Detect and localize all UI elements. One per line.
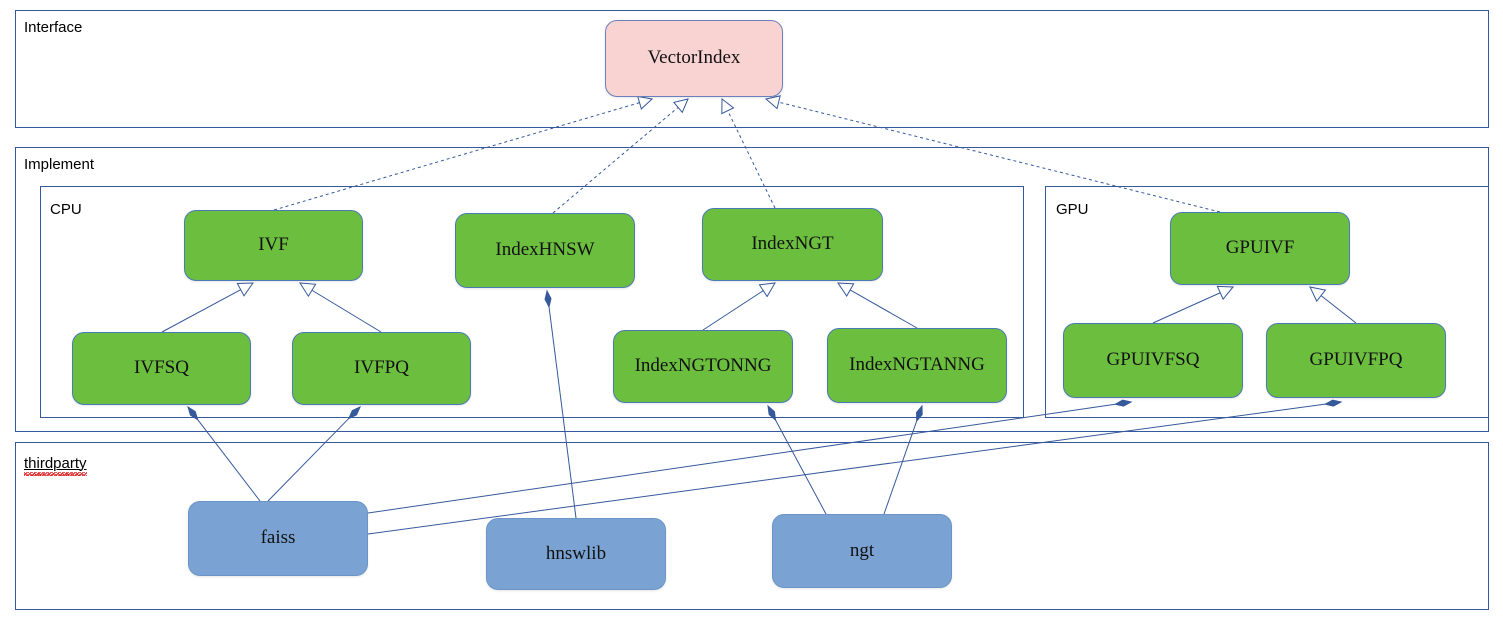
node-indexhnsw[interactable]: IndexHNSW — [455, 213, 635, 288]
node-label: IVFSQ — [134, 357, 189, 379]
node-label: faiss — [260, 527, 296, 549]
node-indexngtanng[interactable]: IndexNGTANNG — [827, 328, 1007, 403]
node-label: IVF — [258, 234, 289, 256]
node-ivfsq[interactable]: IVFSQ — [72, 332, 251, 405]
node-label: ngt — [849, 539, 875, 561]
group-label-thirdparty: thirdparty — [24, 456, 87, 476]
group-label-gpu: GPU — [1056, 201, 1089, 218]
group-label-interface: Interface — [24, 19, 83, 36]
node-label: GPUIVF — [1225, 237, 1295, 259]
node-gpuivf[interactable]: GPUIVF — [1170, 212, 1350, 285]
group-label-implement: Implement — [24, 156, 95, 173]
node-label: IndexNGT — [751, 233, 834, 255]
node-ngt[interactable]: ngt — [772, 514, 952, 588]
node-vectorindex[interactable]: VectorIndex — [605, 20, 783, 97]
node-label: IndexNGTONNG — [634, 355, 772, 377]
node-ivf[interactable]: IVF — [184, 210, 363, 281]
node-gpuivfsq[interactable]: GPUIVFSQ — [1063, 323, 1243, 398]
node-label: IndexHNSW — [495, 239, 595, 261]
node-faiss[interactable]: faiss — [188, 501, 368, 576]
group-label-cpu: CPU — [50, 201, 82, 218]
node-label: IndexNGTANNG — [849, 354, 985, 376]
node-label: IVFPQ — [354, 357, 409, 379]
node-label: VectorIndex — [647, 47, 741, 69]
node-label: hnswlib — [545, 542, 607, 564]
node-indexngt[interactable]: IndexNGT — [702, 208, 883, 281]
node-ivfpq[interactable]: IVFPQ — [292, 332, 471, 405]
node-hnswlib[interactable]: hnswlib — [486, 518, 666, 590]
node-label: GPUIVFSQ — [1106, 349, 1200, 371]
node-gpuivfpq[interactable]: GPUIVFPQ — [1266, 323, 1446, 398]
node-indexngtonng[interactable]: IndexNGTONNG — [613, 330, 793, 403]
node-label: GPUIVFPQ — [1309, 349, 1403, 371]
